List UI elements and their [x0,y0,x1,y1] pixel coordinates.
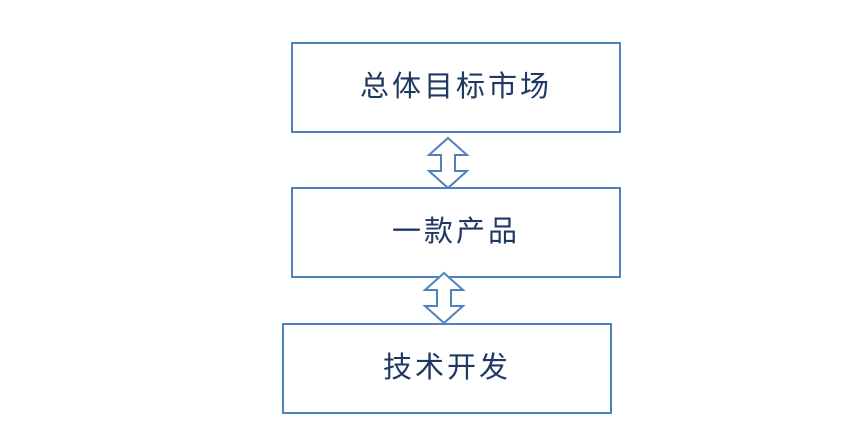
node-label: 技术开发 [382,352,511,384]
double-vertical-arrow-icon [422,271,466,325]
double-vertical-arrow-icon [426,136,470,190]
node-label: 总体目标市场 [359,71,552,103]
node-technology-development: 技术开发 [282,323,612,414]
node-a-product: 一款产品 [291,187,621,278]
node-label: 一款产品 [391,216,520,248]
node-overall-target-market: 总体目标市场 [291,42,621,133]
